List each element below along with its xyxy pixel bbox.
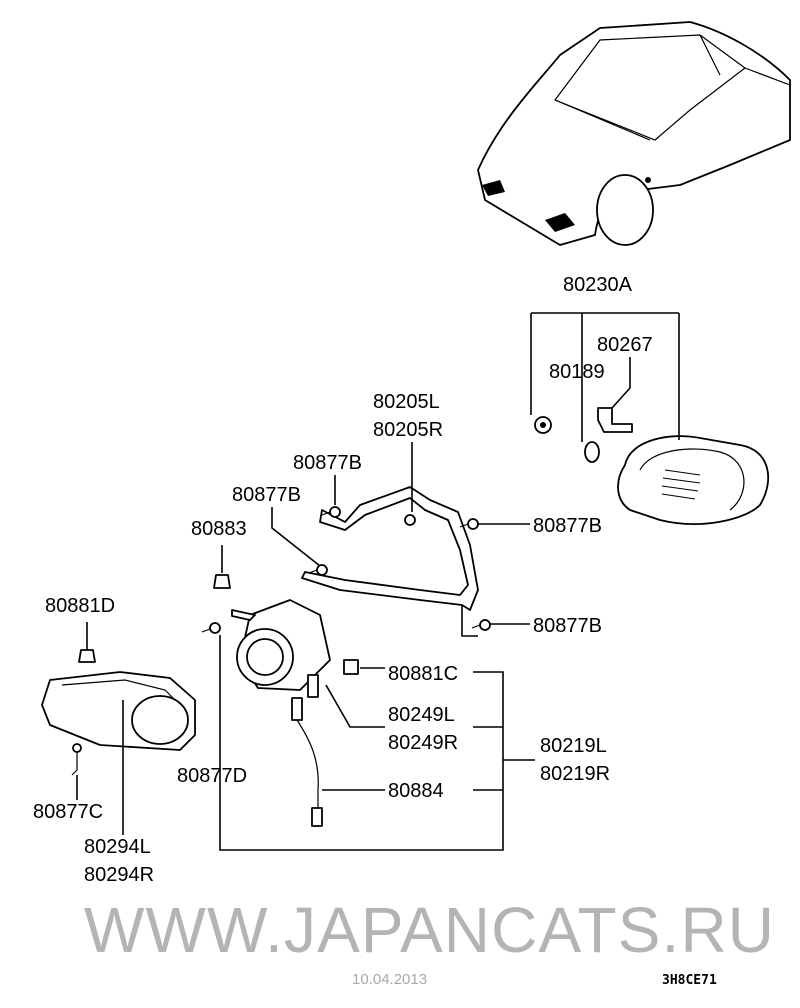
label-80881C: 80881C [388,663,458,685]
label-80877D: 80877D [177,765,247,787]
label-80249L: 80249L [388,704,455,726]
label-80884: 80884 [388,780,444,802]
label-80877B: 80877B [533,615,602,637]
label-80881D: 80881D [45,595,115,617]
watermark-date: 10.04.2013 [352,971,427,988]
label-80877B: 80877B [533,515,602,537]
car-illustration [477,21,791,246]
fog-lamp-unit [231,599,331,698]
label-80219R: 80219R [540,763,610,785]
label-80219L: 80219L [540,735,607,757]
label-80249R: 80249R [388,732,458,754]
watermark: WWW.JAPANCATS.RU [84,894,774,966]
side-turn-lamp [534,407,769,525]
label-80294R: 80294R [84,864,154,886]
diagram-code: 3H8CE71 [662,973,717,988]
label-80877B: 80877B [232,484,301,506]
fog-lamp-bracket [301,486,479,611]
label-80230A: 80230A [563,274,633,296]
label-80189: 80189 [549,361,605,383]
fasteners [71,506,491,776]
label-80205L: 80205L [373,391,440,413]
leader-lines [76,312,680,851]
label-80205R: 80205R [373,419,443,441]
label-80877C: 80877C [33,801,103,823]
wiring-harness [291,697,323,827]
fog-lamp-bezel [41,671,196,751]
label-80883: 80883 [191,518,247,540]
label-80267: 80267 [597,334,653,356]
label-80294L: 80294L [84,836,151,858]
label-80877B: 80877B [293,452,362,474]
